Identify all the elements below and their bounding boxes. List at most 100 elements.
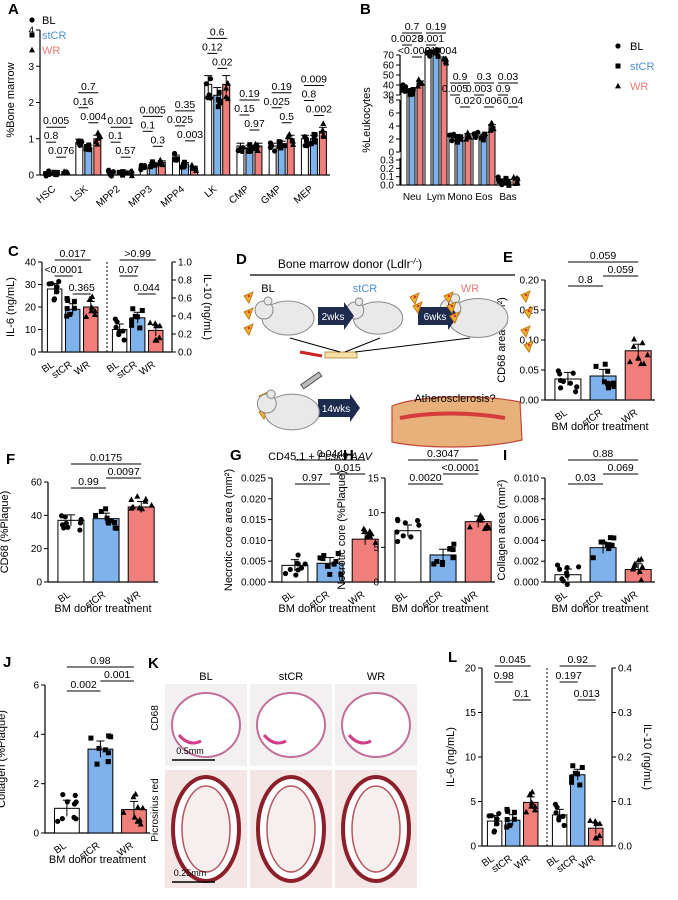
data-point bbox=[561, 822, 567, 828]
x-axis-label: BM donor treatment bbox=[49, 854, 146, 866]
group-label: WR bbox=[461, 283, 479, 295]
data-point bbox=[333, 558, 339, 564]
data-point bbox=[93, 138, 100, 144]
p-value: 0.8 bbox=[302, 89, 317, 101]
pepperoni bbox=[247, 326, 251, 330]
pepperoni bbox=[524, 293, 528, 297]
bar bbox=[127, 506, 155, 583]
data-point bbox=[71, 298, 77, 304]
y-tick-label: 0.00 bbox=[520, 396, 540, 407]
schematic-title: Bone marrow donor (Ldlr-/-) bbox=[278, 257, 422, 271]
row-label: Picrosirius red bbox=[150, 778, 161, 841]
y-tick-label: 40 bbox=[383, 81, 395, 92]
x-tick-label: GMP bbox=[259, 184, 284, 207]
data-point bbox=[408, 534, 414, 540]
data-point bbox=[91, 311, 98, 318]
p-value: 0.0020 bbox=[409, 472, 441, 484]
data-point bbox=[407, 88, 413, 94]
y-tick-label: 0.002 bbox=[514, 557, 539, 568]
x-tick-label: Bas bbox=[499, 192, 516, 203]
y-tick-label: 0.0 bbox=[178, 348, 192, 359]
y-tick-label: 0.0 bbox=[380, 181, 394, 192]
data-point bbox=[574, 384, 580, 390]
p-value: 0.076 bbox=[48, 145, 74, 157]
y-tick-label: 0.8 bbox=[178, 276, 192, 287]
data-point bbox=[317, 555, 323, 561]
p-value: 0.1 bbox=[108, 130, 123, 142]
data-point bbox=[587, 817, 594, 823]
bar bbox=[400, 87, 408, 186]
data-point bbox=[644, 351, 651, 358]
data-point bbox=[88, 735, 94, 741]
data-point bbox=[564, 572, 570, 579]
data-point bbox=[434, 558, 440, 564]
data-point bbox=[267, 144, 274, 151]
y-axis-label: Necrotic core (%Plaque) bbox=[336, 470, 348, 589]
data-point bbox=[215, 104, 221, 110]
y-tick-label: 0.005 bbox=[241, 557, 266, 568]
data-point bbox=[142, 495, 149, 502]
data-point bbox=[67, 311, 73, 317]
p-value: 0.03 bbox=[498, 71, 519, 83]
data-point bbox=[121, 337, 127, 343]
y-axis-label: %Leukocytes bbox=[361, 87, 373, 153]
x-tick-label: HSC bbox=[35, 184, 58, 206]
data-point bbox=[593, 834, 600, 841]
y-tick-label: 8 bbox=[388, 96, 394, 107]
p-value: 0.005 bbox=[442, 83, 468, 95]
data-point bbox=[98, 509, 104, 515]
p-value: 0.12 bbox=[202, 41, 223, 53]
legend-marker bbox=[29, 46, 35, 53]
data-point bbox=[431, 561, 437, 567]
pizza-icon bbox=[520, 325, 531, 339]
data-point bbox=[494, 821, 500, 827]
data-point bbox=[604, 542, 610, 548]
data-point bbox=[128, 505, 135, 511]
data-point bbox=[156, 322, 163, 329]
p-value: 0.07 bbox=[118, 264, 139, 276]
panel-letter: F bbox=[6, 451, 15, 468]
data-point bbox=[572, 770, 578, 776]
p-value: 0.15 bbox=[234, 103, 255, 115]
data-point bbox=[134, 493, 141, 499]
y-axis-label: %Bone marrow bbox=[5, 62, 17, 137]
data-point bbox=[637, 360, 644, 367]
data-point bbox=[410, 91, 416, 97]
pepperoni bbox=[247, 294, 251, 298]
y-tick-label: 0.20 bbox=[520, 276, 540, 287]
data-point bbox=[71, 305, 77, 311]
p-value: 0.9 bbox=[496, 83, 511, 95]
data-point bbox=[504, 817, 510, 823]
data-point bbox=[596, 832, 603, 838]
data-point bbox=[156, 334, 163, 341]
y-tick-label: 4 bbox=[33, 730, 39, 741]
syringe-icon bbox=[300, 371, 323, 390]
p-value: 0.1 bbox=[140, 119, 155, 131]
data-point bbox=[570, 370, 576, 376]
pepperoni bbox=[524, 328, 528, 332]
pizza-icon bbox=[523, 306, 534, 320]
bar bbox=[480, 137, 488, 186]
data-point bbox=[312, 132, 318, 138]
data-point bbox=[590, 555, 596, 561]
legend-marker bbox=[615, 82, 621, 89]
data-point bbox=[554, 562, 561, 568]
y-tick-label: 40 bbox=[31, 511, 43, 522]
data-point bbox=[415, 82, 422, 89]
data-point bbox=[455, 136, 461, 142]
y-tick-label: 0 bbox=[470, 842, 476, 853]
p-value: 0.02 bbox=[212, 56, 233, 68]
panel-letter: C bbox=[8, 243, 19, 260]
y-tick-label: 0.2 bbox=[618, 753, 632, 764]
pepperoni bbox=[247, 310, 251, 314]
y-tick-label: 0 bbox=[373, 578, 379, 589]
data-point bbox=[148, 501, 155, 508]
data-point bbox=[97, 133, 104, 140]
data-point bbox=[137, 325, 143, 331]
data-point bbox=[278, 145, 284, 151]
p-value: 0.19 bbox=[426, 21, 447, 33]
data-point bbox=[193, 167, 200, 174]
p-value: 0.025 bbox=[264, 96, 290, 108]
y-axis-label-left: IL-6 (ng/mL) bbox=[445, 727, 457, 787]
legend-label: BL bbox=[630, 41, 643, 53]
